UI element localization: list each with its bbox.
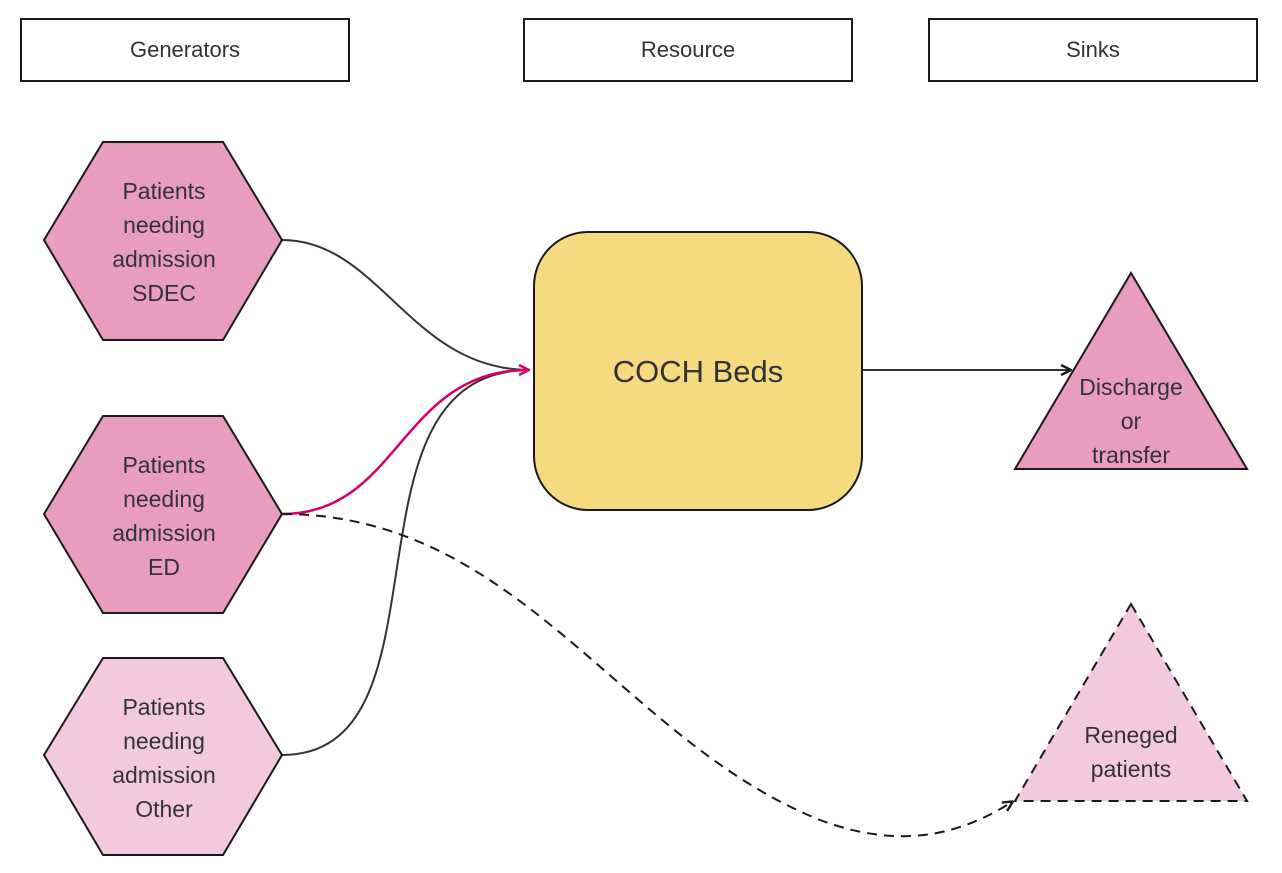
generator-sdec-line-1: Patients: [122, 178, 206, 204]
generator-ed-line-3: admission: [112, 520, 216, 546]
generator-sdec-line-4: SDEC: [132, 280, 196, 306]
generator-other-line-4: Other: [135, 796, 193, 822]
generator-ed-line-4: ED: [148, 554, 180, 580]
resource-header: Resource: [523, 18, 853, 82]
generators-header-label: Generators: [129, 37, 241, 62]
sinks-header-label: Sinks: [1066, 37, 1120, 62]
resource-label-text: COCH Beds: [612, 354, 784, 389]
generator-other-line-2: needing: [123, 728, 205, 754]
generators-header: Generators: [20, 18, 350, 82]
generator-sdec-hexagon: [42, 141, 284, 341]
sink-reneged-line-1: Reneged: [1084, 722, 1178, 748]
sink-reneged-triangle: [1013, 602, 1249, 802]
generator-sdec-line-3: admission: [112, 246, 216, 272]
sinks-header: Sinks: [928, 18, 1258, 82]
generator-ed-label: Patients needing admission ED: [84, 446, 244, 586]
sink-discharge-triangle: [1013, 271, 1249, 470]
generator-sdec-label: Patients needing admission SDEC: [84, 172, 244, 312]
edge-ed-to-reneged: [281, 513, 1012, 838]
generator-other-line-3: admission: [112, 762, 216, 788]
edge-ed-to-beds: [281, 370, 528, 516]
sink-discharge-line-3: transfer: [1092, 442, 1170, 468]
sink-discharge-line-1: Discharge: [1079, 374, 1183, 400]
generator-sdec-line-2: needing: [123, 212, 205, 238]
generator-other-hexagon: [42, 657, 284, 856]
edge-sdec-to-beds: [281, 239, 531, 371]
sink-discharge-line-2: or: [1120, 408, 1142, 434]
resource-coch-beds-box: [533, 231, 863, 511]
generator-other-line-1: Patients: [122, 694, 206, 720]
resource-label: COCH Beds: [534, 340, 862, 404]
edge-other-to-beds: [281, 369, 531, 756]
resource-header-label: Resource: [640, 37, 736, 62]
generator-ed-line-2: needing: [123, 486, 205, 512]
generator-other-label: Patients needing admission Other: [84, 688, 244, 828]
sink-reneged-label: Reneged patients: [1056, 718, 1206, 786]
sink-discharge-label: Discharge or transfer: [1056, 370, 1206, 472]
sink-reneged-line-2: patients: [1090, 756, 1172, 782]
generator-ed-line-1: Patients: [122, 452, 206, 478]
generator-ed-hexagon: [42, 415, 284, 614]
